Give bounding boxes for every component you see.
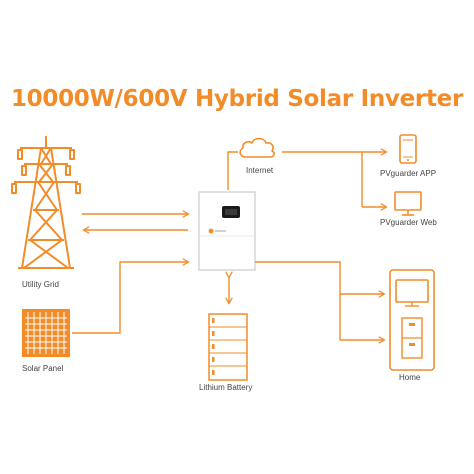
- utility-tower-icon: [11, 136, 81, 269]
- app-label: PVguarder APP: [380, 169, 437, 178]
- solar-panel-icon: [22, 309, 70, 357]
- solar-to-inverter-line: [72, 262, 188, 334]
- cloud-icon: [239, 137, 275, 158]
- lithium-battery-icon: [208, 313, 248, 381]
- solar-panel-label: Solar Panel: [22, 364, 64, 373]
- home-label: Home: [399, 373, 421, 382]
- home-appliances-icon: [389, 269, 435, 371]
- internet-label: Internet: [246, 166, 274, 175]
- inverter-to-home-line: [255, 261, 341, 340]
- phone-icon: [399, 134, 417, 164]
- connectors: [72, 152, 386, 340]
- utility-grid-label: Utility Grid: [22, 280, 59, 289]
- hybrid-inverter: [198, 191, 256, 271]
- internet-to-app-line: [282, 151, 363, 207]
- web-label: PVguarder Web: [380, 218, 437, 227]
- inverter-to-internet-line: [227, 151, 238, 190]
- monitor-icon: [394, 191, 422, 216]
- battery-label: Lithium Battery: [199, 383, 253, 392]
- diagram-title: 10000W/600V Hybrid Solar Inverter: [10, 86, 464, 112]
